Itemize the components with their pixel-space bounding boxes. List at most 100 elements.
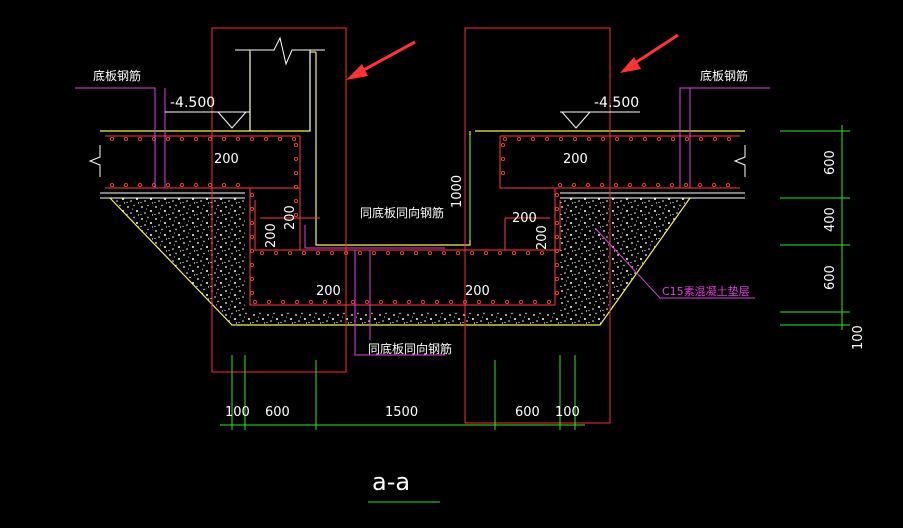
rebar-dot: [628, 136, 634, 142]
dim-200-right-inner: 200: [535, 225, 550, 250]
rebar-dot: [518, 299, 524, 305]
rebar-dot: [504, 299, 510, 305]
rebar-dot: [364, 299, 370, 305]
rebar-dot: [249, 262, 255, 268]
rebar-dot: [427, 250, 433, 256]
rebar-dot: [525, 250, 531, 256]
rebar-dot: [469, 250, 475, 256]
rebar-dot: [259, 250, 265, 256]
label-bottom-rebar-left: 底板钢筋: [93, 68, 141, 83]
rebar-dot: [137, 182, 143, 188]
rebar-dot: [399, 250, 405, 256]
rebar-dot: [207, 136, 213, 142]
rebar-dot: [249, 248, 255, 254]
rebar-dot: [448, 299, 454, 305]
rebar-dot: [684, 136, 690, 142]
rebar-dot: [165, 136, 171, 142]
rebar-dot: [571, 182, 577, 188]
rebar-dot: [683, 182, 689, 188]
rebar-dot: [554, 262, 560, 268]
rebar-dot: [207, 182, 213, 188]
rebar-dot: [554, 276, 560, 282]
rebar-dot: [109, 136, 115, 142]
dim-right-600-bottom: 600: [823, 265, 838, 290]
rebar-dot: [357, 250, 363, 256]
rebar-dot: [585, 182, 591, 188]
dim-200-left-inner: 200: [264, 223, 279, 248]
dim-200-bottom-left: 200: [316, 284, 341, 299]
rebar-dot: [641, 182, 647, 188]
rebar-dot: [614, 136, 620, 142]
rebar-dot: [530, 136, 536, 142]
rebar-dot: [497, 250, 503, 256]
rebar-dot: [600, 136, 606, 142]
break-line: [88, 36, 746, 177]
rebar-dot: [539, 250, 545, 256]
dim-200-top-left: 200: [214, 152, 239, 167]
rebar-dot: [500, 156, 506, 162]
rebar-dot: [572, 136, 578, 142]
section-title: a-a: [372, 468, 410, 496]
rebar-dot: [532, 299, 538, 305]
rebar-dot: [392, 299, 398, 305]
label-bottom-rebar-right: 底板钢筋: [700, 68, 748, 83]
label-same-direction-bottom: 同底板同向钢筋: [368, 341, 452, 356]
rebar-dot: [476, 299, 482, 305]
rebar-dot: [343, 250, 349, 256]
rebar-dot: [322, 299, 328, 305]
rebar-dot: [293, 184, 299, 190]
rebar-dot: [287, 250, 293, 256]
rebar-dot: [378, 299, 384, 305]
arrow-left: [346, 40, 416, 80]
rebar-dot: [123, 136, 129, 142]
elevation-marker-right: [560, 111, 640, 129]
dim-200-right-vertical: 200: [512, 211, 537, 226]
rebar-dot: [656, 136, 662, 142]
rebar-dot: [586, 136, 592, 142]
rebar-dot: [558, 136, 564, 142]
dim-right-100: 100: [851, 325, 866, 350]
magenta-leaders: [75, 87, 770, 356]
rebar-dot: [554, 220, 560, 226]
rebar-dot: [179, 136, 185, 142]
rebar-dot: [293, 170, 299, 176]
rebar-dot: [371, 250, 377, 256]
label-same-direction-top: 同底板同向钢筋: [360, 205, 444, 220]
rebar-dot: [670, 136, 676, 142]
text-labels: 底板钢筋 底板钢筋 -4.500 -4.500 同底板同向钢筋 同底板同向钢筋 …: [93, 68, 866, 496]
rebar-dot: [151, 136, 157, 142]
dim-right-600-top: 600: [823, 150, 838, 175]
rebar-dot: [546, 299, 552, 305]
rebar-dot: [308, 299, 314, 305]
rebar-dot: [441, 250, 447, 256]
rebar-dot: [669, 182, 675, 188]
dim-right-400: 400: [823, 207, 838, 232]
section-cut-frames: [211, 27, 611, 424]
rebar-dot: [293, 198, 299, 204]
dim-200-bottom-right: 200: [465, 284, 490, 299]
rebar-dot: [252, 299, 258, 305]
rebar-dot: [434, 299, 440, 305]
rebar-dots: [109, 136, 732, 305]
rebar-dot: [502, 136, 508, 142]
dim-200-top-right: 200: [563, 152, 588, 167]
rebar-dot: [249, 192, 255, 198]
ground-lines: [100, 192, 745, 199]
rebar-dot: [336, 299, 342, 305]
rebar-dot: [385, 250, 391, 256]
label-elevation-right: -4.500: [594, 95, 639, 111]
rebar-dot: [179, 182, 185, 188]
dim-lines-right: [780, 125, 850, 330]
rebar-dot: [109, 182, 115, 188]
rebar-dot: [301, 250, 307, 256]
rebar-dot: [599, 182, 605, 188]
rebar-dot: [293, 142, 299, 148]
rebar-dot: [280, 299, 286, 305]
rebar-dot: [293, 156, 299, 162]
rebar-dot: [462, 299, 468, 305]
rebar-dot: [249, 290, 255, 296]
elevation-marker-left: [165, 111, 250, 129]
rebar-dot: [165, 182, 171, 188]
label-elevation-left: -4.500: [170, 95, 215, 111]
